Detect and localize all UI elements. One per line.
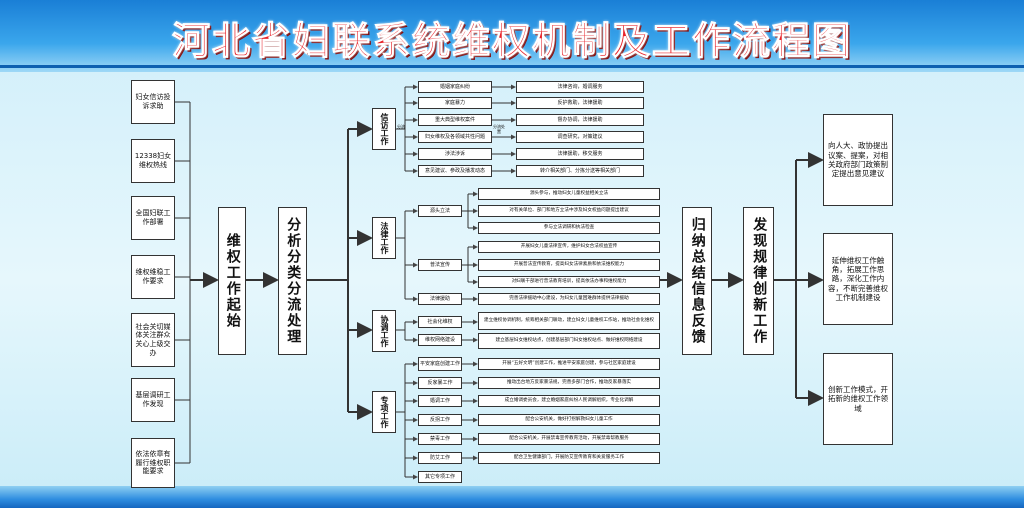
zhuanxiang-cat: 反家暴工作 — [418, 377, 462, 389]
falv-item: 对妇联干部进行普法教育培训，提高依法办事和维权能力 — [478, 276, 660, 288]
zhuanxiang-item: 配合公安机关，开展禁毒宣传教育活动，开展禁毒帮教服务 — [478, 433, 660, 445]
falv-item: 对有关单位、部门和地方立法中涉及妇女权益问题提出建议 — [478, 205, 660, 217]
outcome-box: 向人大、政协提出议案、提案，对相关政府部门政策制定提出意见建议 — [823, 114, 893, 206]
zhuanxiang-item: 推动出台地方反家暴法规，完善多部门合作，推动反家暴落实 — [478, 377, 660, 389]
zhuanxiang-cat: 其它专项工作 — [418, 471, 462, 483]
xietiao-cat: 维权网络建设 — [418, 334, 462, 346]
falv-item: 开展妇女儿童法律宣传，维护妇女合法权益宣传 — [478, 241, 660, 253]
xinfang-cat: 涉法涉诉 — [418, 148, 492, 160]
outcome-box: 延伸维权工作触角，拓展工作思路，深化工作内容，不断完善维权工作机制建设 — [823, 233, 893, 325]
xinfang-result: 反护救助，法律援助 — [516, 97, 644, 109]
xinfang-result: 法律咨询，婚调服务 — [516, 81, 644, 93]
xinfang-cat: 妇女维权及各领域共性问题 — [418, 131, 492, 143]
page-title: 河北省妇联系统维权机制及工作流程图 — [171, 18, 852, 64]
falv-item: 源头参与，推动妇女儿童权益相关立法 — [478, 188, 660, 200]
xietiao-cat: 社会化维权 — [418, 316, 462, 328]
source-box: 维权维稳工作要求 — [131, 255, 175, 299]
zhuanxiang-cat: 平安家庭创建工作 — [418, 357, 462, 371]
xinfang-result: 督办协调，法律援助 — [516, 114, 644, 126]
zhuanxiang-cat: 防艾工作 — [418, 452, 462, 464]
bottom-banner — [0, 486, 1024, 508]
top-banner — [0, 0, 1024, 72]
source-box: 社会关切媒体关注群众关心上级交办 — [131, 313, 175, 367]
xietiao-item: 建立维权协调机制，统筹相关部门联动，建立妇女儿童维权工作站，推动社会化维权 — [478, 312, 660, 330]
xinfang-cat: 意见建议、参政及播发动态 — [418, 165, 492, 177]
source-box: 依法依章有履行维权职能要求 — [131, 438, 175, 488]
zhuanxiang-item: 开展“五好文明”创建工作，推进平安家庭创建，参与社区家庭建设 — [478, 358, 660, 370]
branch-falv: 法律工作 — [372, 217, 396, 259]
falv-cat: 法律援助 — [418, 293, 462, 305]
xietiao-item: 建立基层妇女维权站点，创建基层部门妇女维权站点、做好维权网络建设 — [478, 333, 660, 349]
branch-zhuanxiang: 专项工作 — [372, 391, 396, 433]
xinfang-cat: 重大典型维权案件 — [418, 114, 492, 126]
source-box: 全国妇联工作部署 — [131, 196, 175, 240]
summarize-node: 归纳总结信息反馈 — [682, 207, 712, 355]
falv-item: 完善法律援助中心建设，为妇女儿童困难群体提供法律援助 — [478, 293, 660, 305]
zhuanxiang-item: 配合卫生健康部门，开展防艾宣传教育和关爱服务工作 — [478, 452, 660, 464]
xinfang-result: 转介相关部门、分拣分送等相关部门 — [516, 165, 644, 177]
xinfang-connector-label-2: 分流处置 — [493, 124, 505, 134]
falv-cat: 源头立法 — [418, 205, 462, 217]
discover-node: 发现规律创新工作 — [743, 207, 774, 355]
zhuanxiang-item: 成立婚调委员会，建立婚姻家庭纠纷人民调解组织，专业化调解 — [478, 395, 660, 407]
zhuanxiang-cat: 禁毒工作 — [418, 433, 462, 445]
branch-xietiao: 协调工作 — [372, 310, 396, 352]
falv-item: 开展普法宣传教育，提高妇女法律素质和依法维权能力 — [478, 259, 660, 271]
xinfang-result: 调查研究，对策建议 — [516, 131, 644, 143]
zhuanxiang-cat: 反拐工作 — [418, 414, 462, 426]
xinfang-cat: 家庭暴力 — [418, 97, 492, 109]
source-box: 妇女信访投诉求助 — [131, 80, 175, 124]
start-node: 维权工作起始 — [218, 207, 246, 355]
source-box: 基层调研工作发现 — [131, 378, 175, 422]
falv-item: 参与立法调研和执法检查 — [478, 222, 660, 234]
xinfang-cat: 婚姻家庭纠纷 — [418, 81, 492, 93]
classify-node: 分析分类分流处理 — [278, 207, 307, 355]
source-box: 12338妇女维权热线 — [131, 139, 175, 183]
falv-cat: 普法宣传 — [418, 259, 462, 271]
branch-xinfang: 信访工作 — [372, 108, 396, 150]
outcome-box: 创新工作模式，开拓新的维权工作领域 — [823, 353, 893, 445]
xinfang-result: 法律援助，移交服务 — [516, 148, 644, 160]
zhuanxiang-cat: 婚调工作 — [418, 395, 462, 407]
zhuanxiang-item: 配合公安机关，做好打拐解救妇女儿童工作 — [478, 414, 660, 426]
xinfang-connector-label: 分流 — [397, 123, 405, 129]
